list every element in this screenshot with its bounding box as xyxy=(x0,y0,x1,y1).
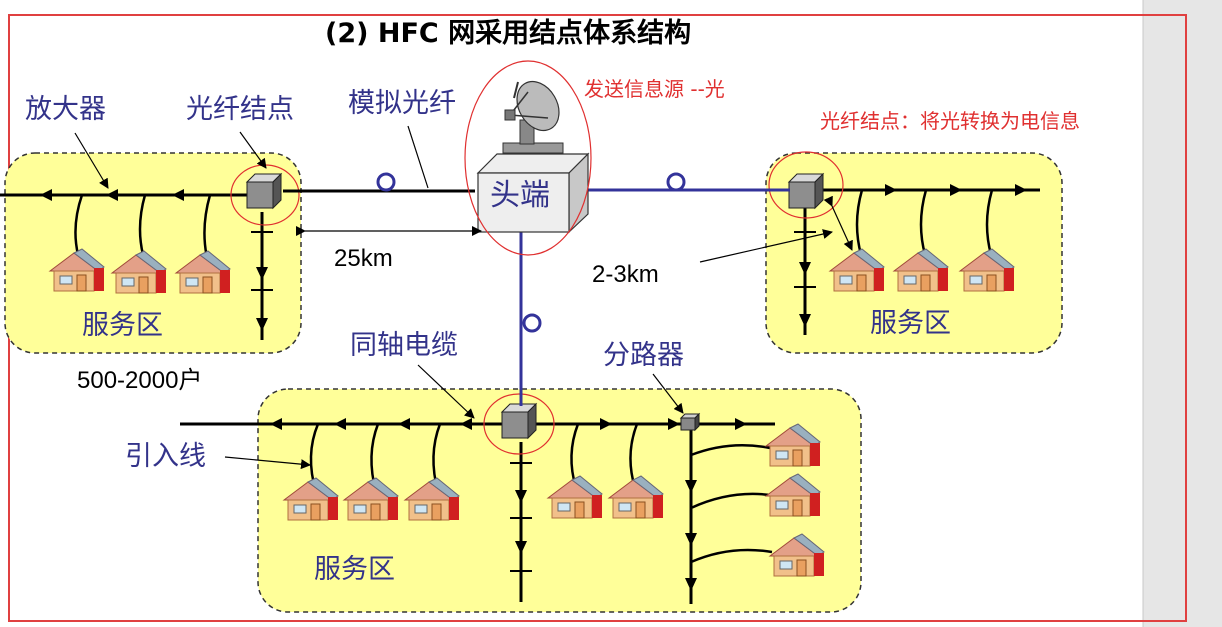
bottom-coax-trunk xyxy=(180,418,775,604)
splitter-icon xyxy=(679,412,701,432)
coax-label: 同轴电缆 xyxy=(350,330,458,361)
node-box-icon xyxy=(788,173,824,209)
right-coax-trunk xyxy=(794,184,1040,335)
amplifier-label: 放大器 xyxy=(25,94,106,125)
service-area-left-label: 服务区 xyxy=(82,310,163,341)
scroll-gutter xyxy=(1143,0,1222,627)
splitter-label: 分路器 xyxy=(603,340,684,371)
headend-box xyxy=(476,152,590,234)
drop-line-label: 引入线 xyxy=(125,441,206,472)
households-label: 500-2000户 xyxy=(77,367,202,394)
node-box-icon xyxy=(501,403,537,439)
service-area-bottom-label: 服务区 xyxy=(314,554,395,585)
fiber-node-label: 光纤结点 xyxy=(186,94,294,125)
node-box-icon xyxy=(246,173,282,209)
dist-25km-label: 25km xyxy=(334,245,393,272)
fiber-node-note: 光纤结点：将光转换为电信息 xyxy=(820,109,1080,133)
headend-label: 头端 xyxy=(490,178,550,213)
service-area-right-label: 服务区 xyxy=(870,308,951,339)
analog-fiber-label: 模拟光纤 xyxy=(348,88,456,119)
satellite-dish-icon xyxy=(502,80,564,154)
dist-2-3km-label: 2-3km xyxy=(592,261,659,288)
send-source-note: 发送信息源 --光 xyxy=(584,77,725,101)
diagram-title: (2) HFC 网采用结点体系结构 xyxy=(325,18,691,49)
